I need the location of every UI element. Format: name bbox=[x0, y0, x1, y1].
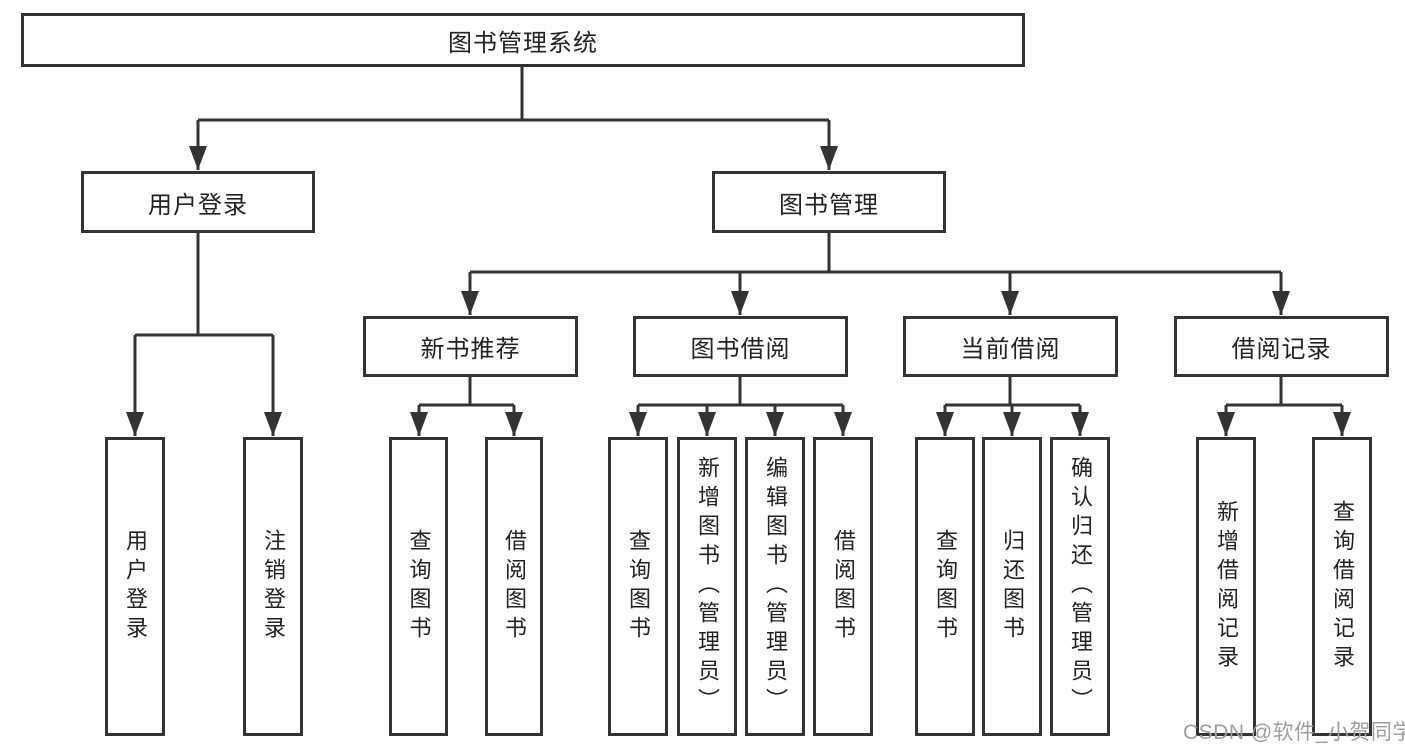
node-label: 用户登录 bbox=[123, 528, 148, 645]
node-leaf-add-borrow-record: 新增借阅记录 bbox=[1196, 437, 1256, 736]
node-label: 注销登录 bbox=[261, 528, 286, 645]
node-leaf-confirm-return-admin: 确认归还（管理员） bbox=[1050, 437, 1110, 736]
node-book-management: 图书管理 bbox=[712, 171, 946, 233]
node-current-borrowing: 当前借阅 bbox=[903, 316, 1118, 377]
node-leaf-borrow-books: 借阅图书 bbox=[813, 437, 873, 736]
node-leaf-user-login: 用户登录 bbox=[105, 437, 165, 736]
node-leaf-query-borrow-record: 查询借阅记录 bbox=[1312, 437, 1372, 736]
csdn-watermark: CSDN @软件_小贺同学 bbox=[1183, 721, 1405, 744]
node-leaf-query-books-recommend: 查询图书 bbox=[389, 437, 448, 736]
node-label: 编辑图书（管理员） bbox=[763, 456, 788, 717]
node-label: 查询图书 bbox=[406, 528, 432, 645]
node-library-management-system: 图书管理系统 bbox=[21, 13, 1025, 67]
node-label: 新增图书（管理员） bbox=[695, 456, 720, 717]
node-leaf-add-book-admin: 新增图书（管理员） bbox=[677, 437, 737, 736]
node-label: 借阅图书 bbox=[831, 528, 856, 645]
node-label: 确认归还（管理员） bbox=[1068, 456, 1093, 717]
node-leaf-return-book: 归还图书 bbox=[982, 437, 1042, 736]
node-label: 查询图书 bbox=[626, 528, 651, 645]
node-new-book-recommendation: 新书推荐 bbox=[363, 316, 578, 377]
node-leaf-query-books-borrow: 查询图书 bbox=[608, 437, 668, 736]
node-label: 归还图书 bbox=[1000, 528, 1025, 645]
node-label: 新增借阅记录 bbox=[1214, 499, 1239, 674]
node-leaf-query-books-current: 查询图书 bbox=[915, 437, 975, 736]
node-leaf-logout: 注销登录 bbox=[243, 437, 303, 736]
node-book-borrowing: 图书借阅 bbox=[633, 316, 848, 377]
node-label: 查询图书 bbox=[933, 528, 958, 645]
node-borrowing-records: 借阅记录 bbox=[1174, 316, 1389, 377]
node-label: 查询借阅记录 bbox=[1330, 499, 1355, 674]
node-label: 借阅图书 bbox=[502, 528, 527, 645]
node-leaf-borrow-books-recommend: 借阅图书 bbox=[485, 437, 543, 736]
node-user-login: 用户登录 bbox=[81, 171, 315, 233]
node-leaf-edit-book-admin: 编辑图书（管理员） bbox=[745, 437, 805, 736]
